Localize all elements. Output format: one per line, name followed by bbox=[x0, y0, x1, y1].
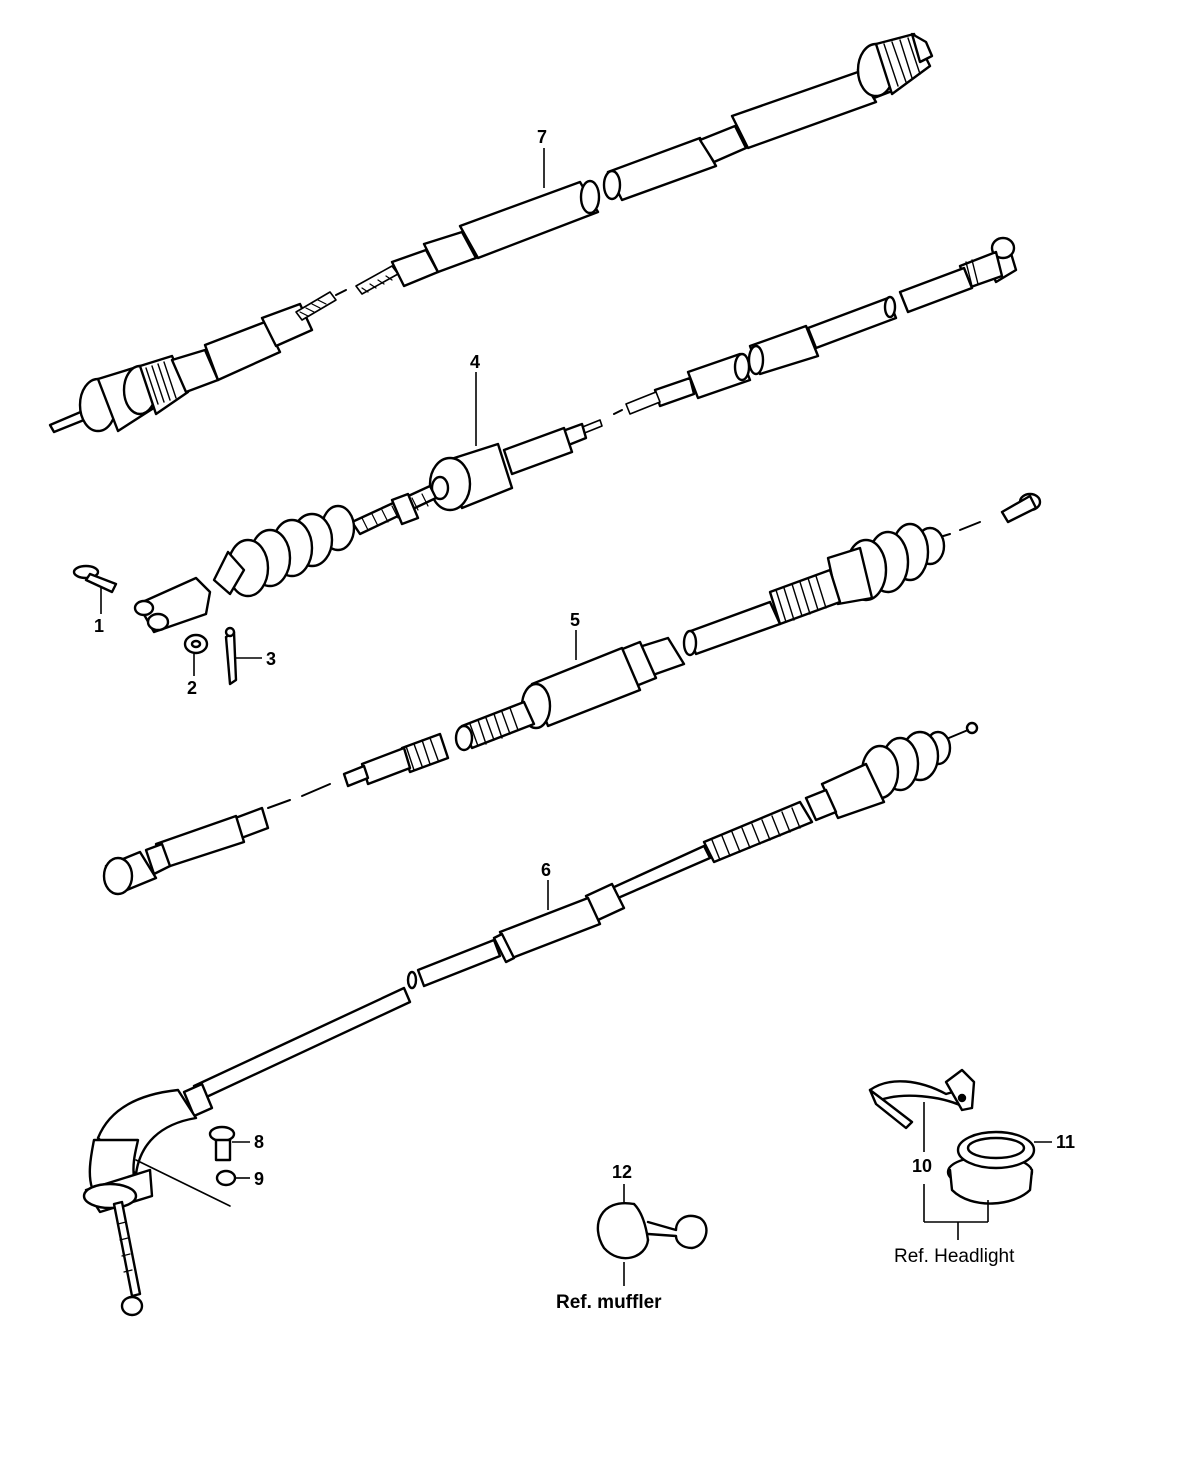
callout-10: 10 bbox=[912, 1156, 932, 1176]
callout-6: 6 bbox=[541, 860, 551, 880]
callout-4: 4 bbox=[470, 352, 480, 372]
headlight-clamp bbox=[868, 1068, 976, 1130]
leader-lines bbox=[100, 148, 1052, 1286]
callout-2: 2 bbox=[187, 678, 197, 698]
callout-12: 12 bbox=[612, 1162, 632, 1182]
ref-headlight-label: Ref. Headlight bbox=[894, 1246, 1015, 1267]
callout-labels: 7 4 1 2 3 5 6 8 9 10 11 12 Ref. muffler … bbox=[94, 127, 1075, 1313]
muffler-clip bbox=[596, 1201, 708, 1260]
washer bbox=[183, 633, 209, 655]
callout-9: 9 bbox=[254, 1169, 264, 1189]
callout-3: 3 bbox=[266, 649, 276, 669]
callout-11: 11 bbox=[1056, 1132, 1075, 1152]
callout-8: 8 bbox=[254, 1132, 264, 1152]
callout-1: 1 bbox=[94, 616, 104, 636]
speedometer-cable bbox=[48, 32, 934, 434]
clevis-pin bbox=[72, 564, 118, 594]
ref-muffler-label: Ref. muffler bbox=[556, 1292, 662, 1313]
screw bbox=[208, 1125, 236, 1162]
grommet bbox=[946, 1130, 1036, 1205]
clutch-cable-upper bbox=[133, 236, 1018, 634]
throttle-cable bbox=[82, 721, 979, 1317]
callout-5: 5 bbox=[570, 610, 580, 630]
callout-7: 7 bbox=[537, 127, 547, 147]
clutch-cable-lower bbox=[102, 492, 1042, 896]
cotter-pin bbox=[224, 626, 238, 686]
lock-washer bbox=[215, 1169, 237, 1187]
